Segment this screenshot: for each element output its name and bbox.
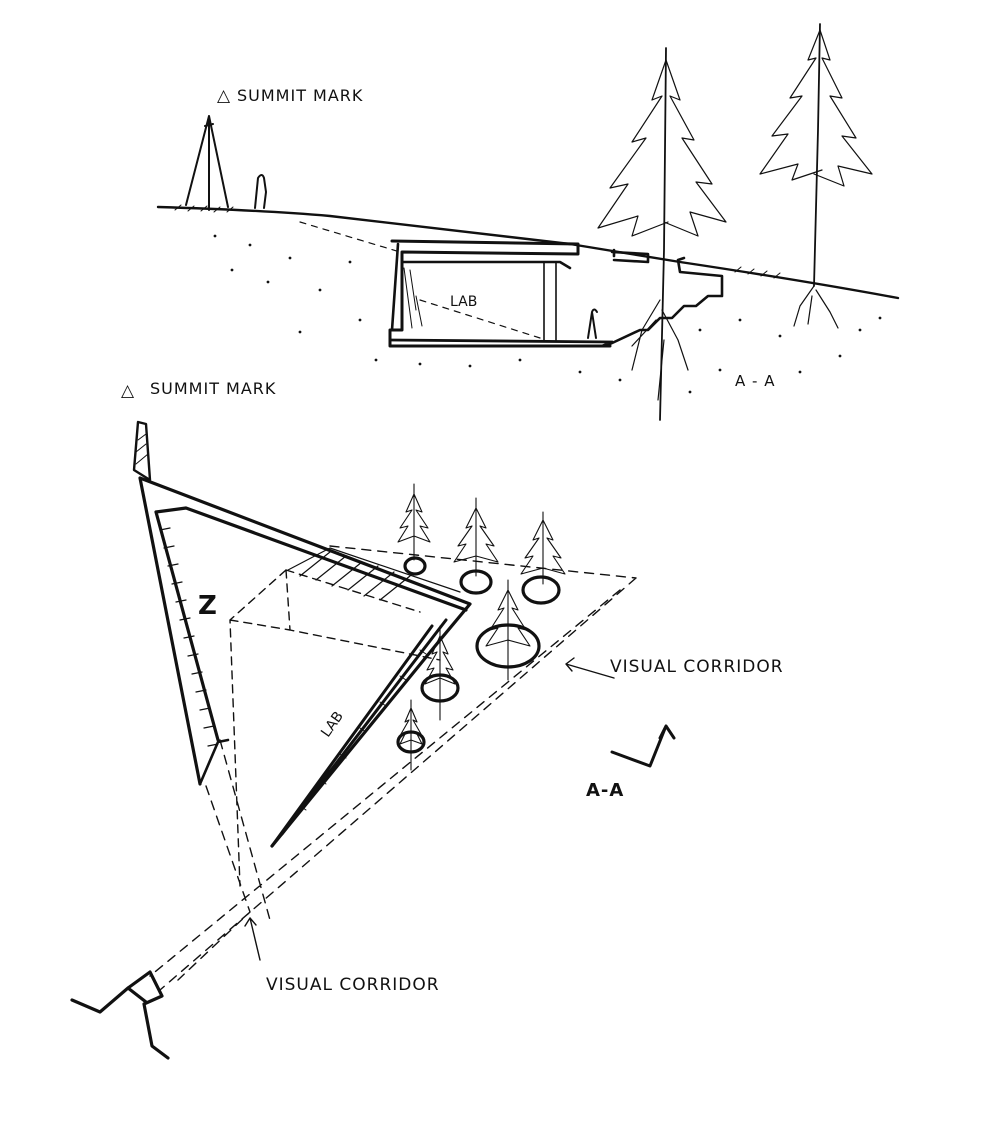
section-cut-marker xyxy=(610,724,676,768)
summit-mark-triangle-icon-plan: △ xyxy=(121,381,135,401)
plan-lab-label: LAB xyxy=(318,709,347,741)
arrow-visual-corridor-right xyxy=(565,657,615,679)
plan-section-tag: A-A xyxy=(586,780,624,801)
plan-visual-corridor-bottom-label: VISUAL CORRIDOR xyxy=(266,975,440,995)
ground-hatch xyxy=(174,204,781,279)
earth-dots xyxy=(213,234,882,394)
tree-section-2 xyxy=(759,23,873,329)
person-figure-section xyxy=(254,174,267,209)
plan-drawing: △ SUMMIT MARK Z LAB VISUAL CORRIDOR VISU… xyxy=(70,379,784,1060)
tree-pit-3 xyxy=(521,575,561,605)
visual-corridor-lines xyxy=(149,545,637,991)
plan-trees xyxy=(397,483,566,771)
section-summit-label: SUMMIT MARK xyxy=(237,86,363,105)
arrow-visual-corridor-bottom xyxy=(244,917,261,961)
plan-north-mark: Z xyxy=(198,591,217,621)
section-tag-a-a: A - A xyxy=(735,372,775,390)
tree-pit-1 xyxy=(403,556,427,576)
dashed-volume xyxy=(229,569,441,887)
summit-mark-structure xyxy=(185,115,229,211)
lab-plan-walls xyxy=(138,476,472,848)
viewer-figure xyxy=(70,970,170,1060)
left-wall-hatch xyxy=(159,527,219,747)
section-drawing: △ SUMMIT MARK LAB A - A xyxy=(156,23,900,421)
plan-summit-label: SUMMIT MARK xyxy=(150,379,276,398)
section-lab-label: LAB xyxy=(450,294,477,310)
tree-section-1 xyxy=(597,47,727,421)
plan-visual-corridor-right-label: VISUAL CORRIDOR xyxy=(610,657,784,677)
roof-hatch xyxy=(287,547,461,601)
lab-section xyxy=(299,221,724,348)
summit-marker-plan xyxy=(132,420,152,482)
summit-mark-triangle-icon: △ xyxy=(217,86,231,106)
